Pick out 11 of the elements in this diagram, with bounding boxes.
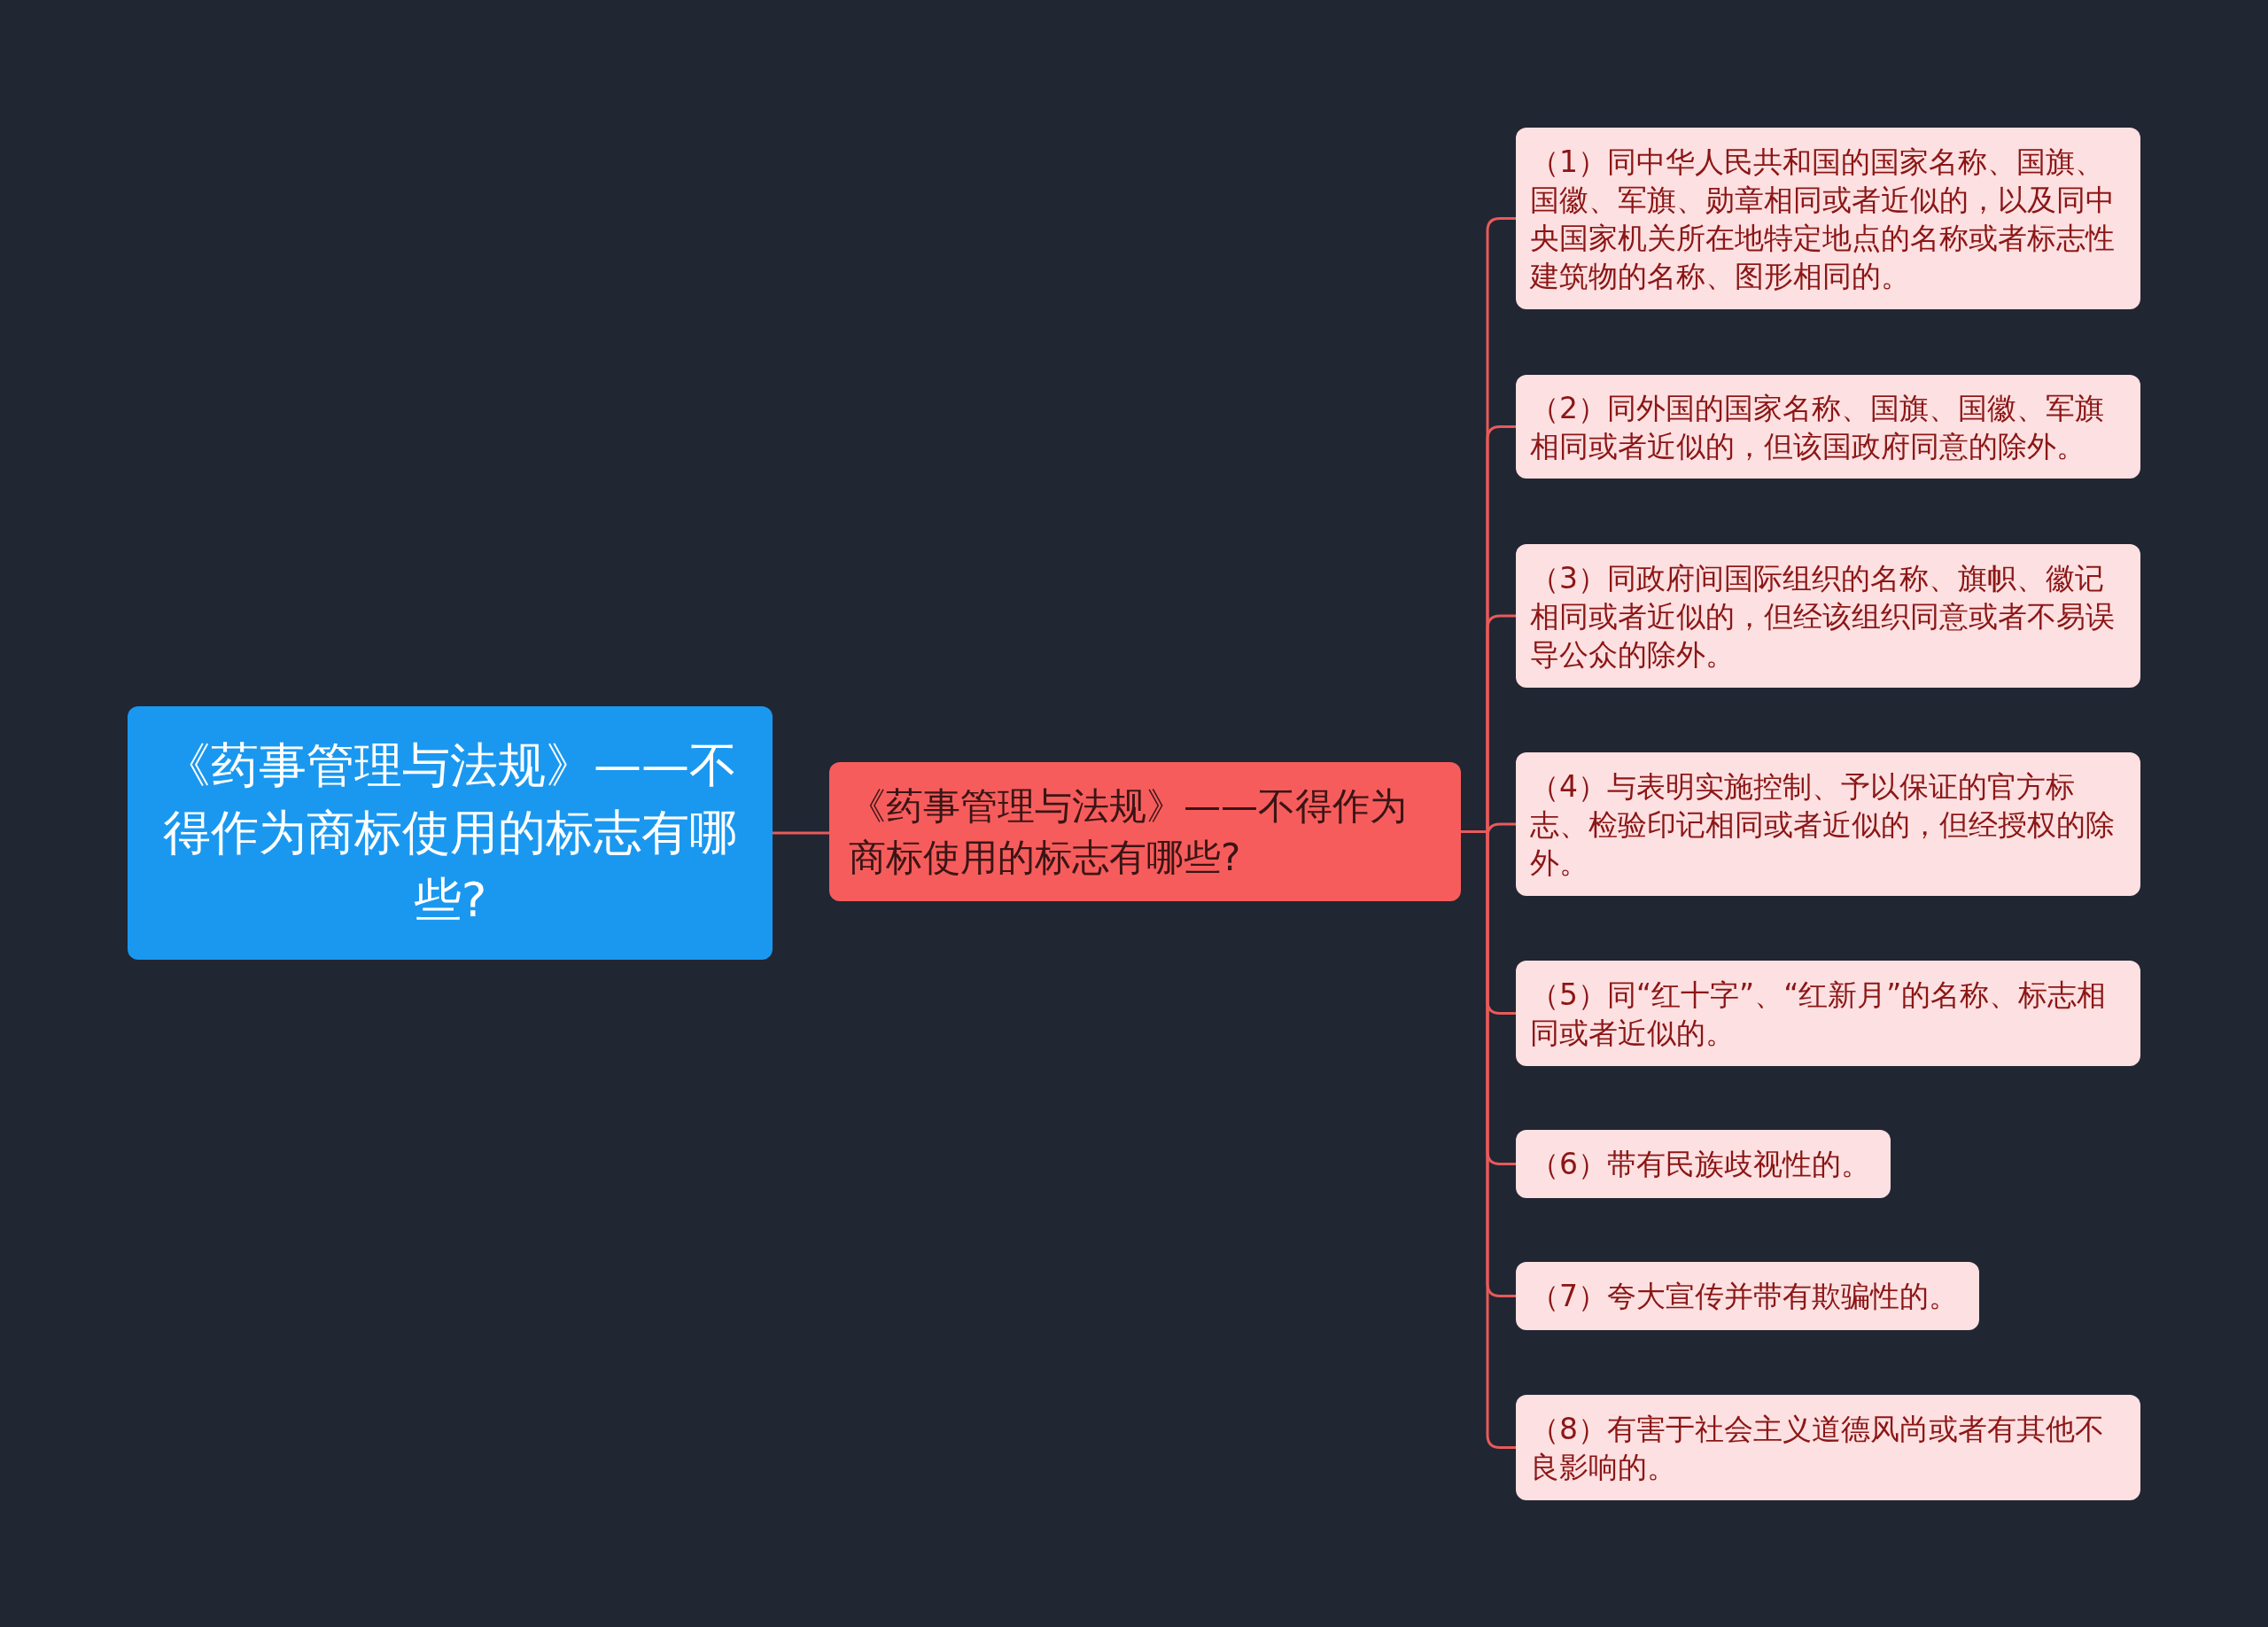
topic-box: 《药事管理与法规》——不得作为商标使用的标志有哪些? xyxy=(128,706,773,960)
item-box: （2）同外国的国家名称、国旗、国徽、军旗相同或者近似的，但该国政府同意的除外。 xyxy=(1516,375,2140,479)
item-box: （3）同政府间国际组织的名称、旗帜、徽记相同或者近似的，但经该组织同意或者不易误导公众的除外。 xyxy=(1516,544,2140,688)
subtopic-box: 《药事管理与法规》——不得作为商标使用的标志有哪些? xyxy=(829,762,1461,901)
item-box: （4）与表明实施控制、予以保证的官方标志、检验印记相同或者近似的，但经授权的除外。 xyxy=(1516,752,2140,896)
connector-line xyxy=(773,831,829,835)
item-box: （8）有害于社会主义道德风尚或者有其他不良影响的。 xyxy=(1516,1395,2140,1500)
item-box: （6）带有民族歧视性的。 xyxy=(1516,1130,1891,1198)
item-box: （7）夸大宣传并带有欺骗性的。 xyxy=(1516,1262,1979,1330)
item-box: （5）同“红十字”、“红新月”的名称、标志相同或者近似的。 xyxy=(1516,961,2140,1066)
item-box: （1）同中华人民共和国的国家名称、国旗、国徽、军旗、勋章相同或者近似的，以及同中央国家机关所在地特定地点的名称或者标志性建筑物的名称、图形相同的。 xyxy=(1516,128,2140,309)
